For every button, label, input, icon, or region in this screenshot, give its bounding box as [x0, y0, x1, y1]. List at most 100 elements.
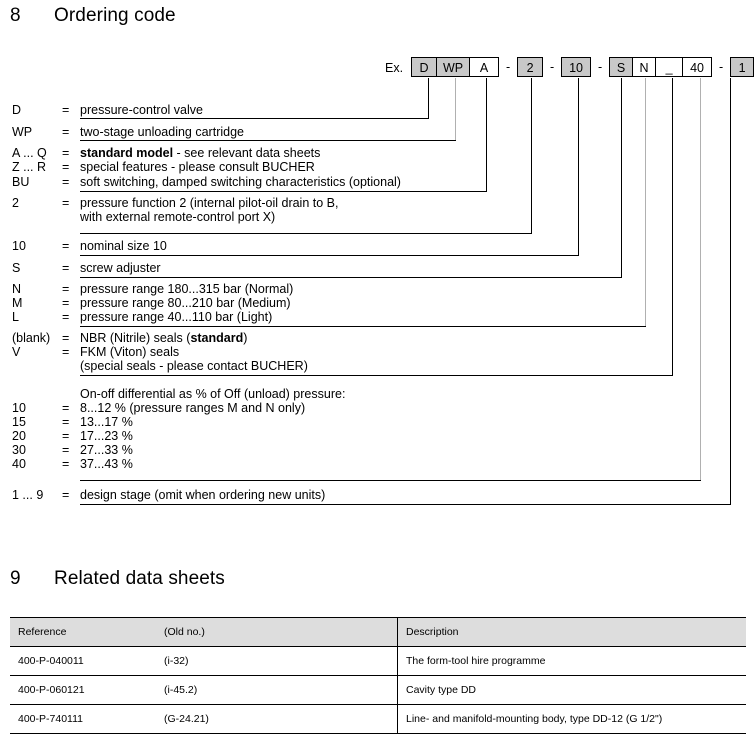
cell-description: The form-tool hire programme: [397, 646, 746, 676]
legend-description: pressure-control valve: [80, 103, 203, 117]
legend-description: (special seals - please contact BUCHER): [80, 359, 308, 373]
legend-equals-sign: =: [62, 429, 70, 443]
leader-line-2: [531, 78, 532, 234]
legend-equals-sign: =: [62, 239, 70, 253]
code-separator-dash: -: [597, 60, 603, 74]
leader-rule-n: [80, 326, 646, 327]
legend-description: with external remote-control port X): [80, 210, 276, 224]
legend-key: 1 ... 9: [12, 488, 44, 502]
legend-description: 8...12 % (pressure ranges M and N only): [80, 401, 306, 415]
legend-description: 17...23 %: [80, 429, 133, 443]
code-box-a[interactable]: A: [469, 57, 500, 77]
leader-line-10: [578, 78, 579, 256]
section-heading-related-data-sheets: 9 Related data sheets: [10, 568, 225, 590]
cell-reference: 400-P-060121: [10, 675, 156, 705]
legend-equals-sign: =: [62, 160, 70, 174]
legend-equals-sign: =: [62, 345, 70, 359]
legend-key: BU: [12, 175, 30, 189]
code-box-s[interactable]: S: [609, 57, 634, 77]
code-separator-dash: -: [549, 60, 555, 74]
legend-key: M: [12, 296, 23, 310]
leader-rule-a: [80, 191, 487, 192]
legend-description: pressure function 2 (internal pilot-oil …: [80, 196, 339, 210]
legend-equals-sign: =: [62, 310, 70, 324]
code-box-10[interactable]: 10: [561, 57, 592, 77]
legend-key: 10: [12, 239, 26, 253]
legend-equals-sign: =: [62, 125, 70, 139]
leader-line-40: [700, 78, 701, 481]
legend-description: two-stage unloading cartridge: [80, 125, 244, 139]
legend-key: 20: [12, 429, 26, 443]
section-title: Ordering code: [54, 5, 176, 26]
section-title: Related data sheets: [54, 568, 225, 589]
leader-rule-10: [80, 255, 579, 256]
legend-equals-sign: =: [62, 457, 70, 471]
cell-old-no: (i-45.2): [156, 675, 398, 705]
leader-line-design-stage: [730, 78, 731, 505]
leader-rule-design-stage: [80, 504, 731, 505]
section-number: 9: [10, 568, 21, 589]
legend-equals-sign: =: [62, 146, 70, 160]
code-box-n[interactable]: N: [632, 57, 657, 77]
legend-description: pressure range 40...110 bar (Light): [80, 310, 273, 324]
legend-equals-sign: =: [62, 261, 70, 275]
legend-equals-sign: =: [62, 296, 70, 310]
legend-equals-sign: =: [62, 175, 70, 189]
legend-key: S: [12, 261, 21, 275]
legend-equals-sign: =: [62, 282, 70, 296]
legend-key: 10: [12, 401, 26, 415]
legend-key: 40: [12, 457, 26, 471]
cell-description: Line- and manifold-mounting body, type D…: [397, 704, 746, 734]
legend-equals-sign: =: [62, 415, 70, 429]
table-row: 400-P-040011(i-32)The form-tool hire pro…: [10, 646, 746, 676]
legend-key: N: [12, 282, 22, 296]
code-box-2[interactable]: 2: [517, 57, 544, 77]
leader-line-a: [486, 78, 487, 192]
leader-line-s: [621, 78, 622, 278]
legend-description: nominal size 10: [80, 239, 167, 253]
table-row: 400-P-060121(i-45.2)Cavity type DD: [10, 675, 746, 705]
legend-description: pressure range 80...210 bar (Medium): [80, 296, 291, 310]
legend-description: special features - please consult BUCHER: [80, 160, 315, 174]
code-box-1[interactable]: 1: [730, 57, 755, 77]
legend-description: FKM (Viton) seals: [80, 345, 180, 359]
legend-key: (blank): [12, 331, 51, 345]
legend-key: D: [12, 103, 22, 117]
legend-description: 27...33 %: [80, 443, 133, 457]
legend-equals-sign: =: [62, 331, 70, 345]
cell-old-no: (G-24.21): [156, 704, 398, 734]
code-separator-dash: -: [505, 60, 511, 74]
code-box-d[interactable]: D: [411, 57, 438, 77]
code-box-wp[interactable]: WP: [436, 57, 471, 77]
code-box-40[interactable]: 40: [682, 57, 713, 77]
legend-equals-sign: =: [62, 401, 70, 415]
legend-key: 2: [12, 196, 19, 210]
leader-rule-wp: [80, 140, 456, 141]
legend-equals-sign: =: [62, 196, 70, 210]
legend-key: L: [12, 310, 19, 324]
legend-description: 13...17 %: [80, 415, 133, 429]
legend-key: Z ... R: [12, 160, 47, 174]
legend-key: A ... Q: [12, 146, 47, 160]
column-header-reference: Reference: [10, 617, 156, 647]
code-box-blank[interactable]: _: [655, 57, 684, 77]
legend-key: V: [12, 345, 21, 359]
cell-reference: 400-P-740111: [10, 704, 156, 734]
legend-description: NBR (Nitrile) seals (standard): [80, 331, 248, 345]
legend-description: 37...43 %: [80, 457, 133, 471]
code-separator-dash: -: [718, 60, 724, 74]
column-header-description: Description: [397, 617, 746, 647]
leader-rule-seals: [80, 375, 673, 376]
legend-description: On-off differential as % of Off (unload)…: [80, 387, 346, 401]
legend-equals-sign: =: [62, 443, 70, 457]
section-number: 8: [10, 5, 21, 26]
column-header-old-no: (Old no.): [156, 617, 398, 647]
example-label: Ex.: [385, 61, 404, 75]
table-header-row: Reference (Old no.) Description: [10, 617, 746, 647]
leader-rule-d: [80, 118, 429, 119]
leader-rule-40: [80, 480, 701, 481]
cell-description: Cavity type DD: [397, 675, 746, 705]
legend-description: screw adjuster: [80, 261, 161, 275]
cell-reference: 400-P-040011: [10, 646, 156, 676]
